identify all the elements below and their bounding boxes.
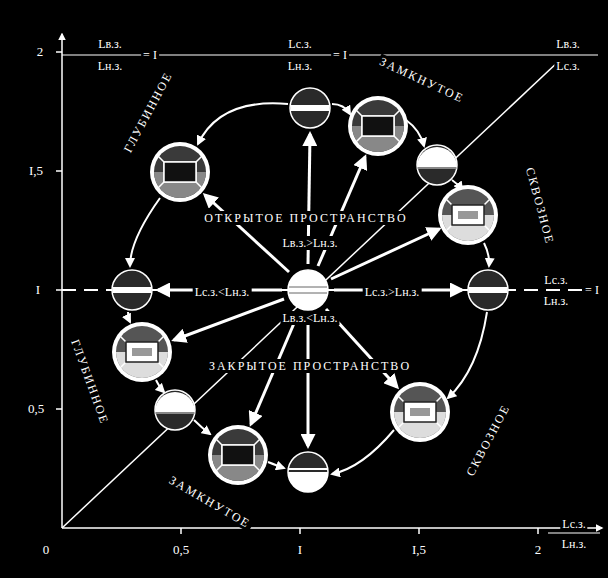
condition-label: Lс.з.<Lн.з. — [193, 285, 252, 299]
ratio-value: = I — [331, 48, 349, 62]
axis-tick: 0,5 — [171, 543, 191, 557]
condition-label: Lв.з.<Lн.з. — [281, 311, 340, 325]
axis-tick: I,5 — [27, 164, 45, 178]
category-label: ГЛУБИННОЕ — [120, 67, 176, 156]
ratio-denominator: Lн.з. — [542, 294, 571, 308]
axis-tick: 2 — [533, 543, 544, 557]
ratio-numerator: Lв.з. — [96, 37, 124, 51]
axis-tick: 0,5 — [26, 402, 46, 416]
ratio-denominator: Lн.з. — [286, 59, 315, 73]
ratio-value: = I — [141, 48, 159, 62]
axis-title: Lс.з. — [560, 517, 587, 531]
condition-label: Lс.з.>Lн.з. — [363, 285, 422, 299]
axis-tick: I — [34, 283, 42, 297]
ratio-numerator: Lв.з. — [554, 37, 582, 51]
axis-tick: I,5 — [410, 543, 428, 557]
ratio-denominator: Lн.з. — [96, 59, 125, 73]
axis-tick: 0 — [41, 543, 52, 557]
axis-title: Lн.з. — [560, 537, 589, 551]
condition-label: Lв.з.>Lн.з. — [281, 236, 340, 250]
category-label: СКВОЗНОЕ — [462, 400, 513, 480]
axis-tick: 2 — [35, 45, 46, 59]
ratio-numerator: Lс.з. — [286, 37, 313, 51]
axis-tick: I — [296, 543, 304, 557]
category-label: СКВОЗНОЕ — [522, 164, 557, 248]
category-label: ГЛУБИННОЕ — [67, 336, 112, 429]
region-label: ЗАКРЫТОЕ ПРОСТРАНСТВО — [207, 359, 413, 373]
region-label: ОТКРЫТОЕ ПРОСТРАНСТВО — [202, 211, 409, 225]
ratio-numerator: Lс.з. — [542, 273, 569, 287]
ratio-denominator: Lс.з. — [554, 59, 581, 73]
ratio-value: = I — [583, 283, 601, 297]
